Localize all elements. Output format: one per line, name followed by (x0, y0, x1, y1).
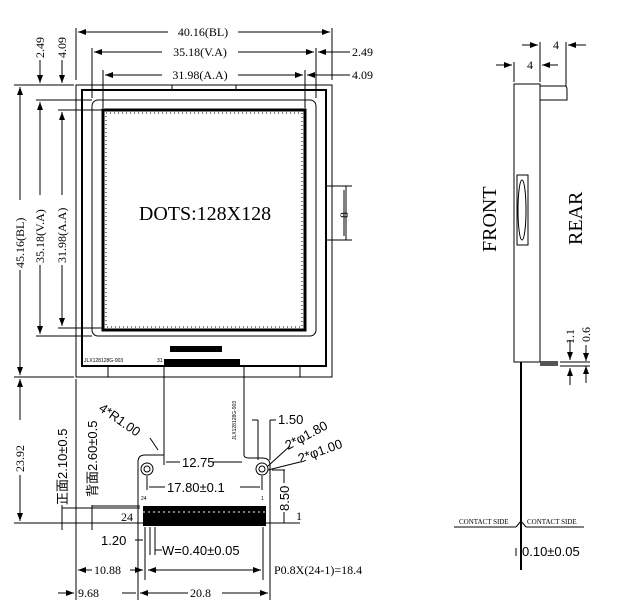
dim-hole-to-edge: 8.50 (277, 486, 292, 511)
dim-corner-radius: 4*R1.00 (96, 400, 143, 439)
side-view (454, 42, 590, 570)
dim-va-height: 35.18(V.A) (33, 209, 47, 263)
dim-hole-pitch: 17.80±0.1 (167, 480, 225, 495)
dim-aa-height: 31.98(A.A) (55, 208, 69, 263)
side-dim-stiffener: 1.1 (563, 329, 577, 344)
contact-pins (143, 506, 266, 526)
module-outline (75, 84, 333, 378)
dim-right-offset-va: 2.49 (352, 45, 373, 59)
dim-back-thickness: 背面2.60±0.5 (85, 420, 100, 497)
side-dim-top-a: 4 (553, 38, 559, 52)
pin-31-label: 31 (157, 358, 163, 364)
side-dim-fpc: 0.6 (579, 327, 593, 342)
active-area (101, 108, 307, 332)
front-label: FRONT (479, 186, 501, 252)
fpc-label: JLX128128G-903 (232, 401, 238, 440)
dim-aa-width: 31.98(A.A) (172, 68, 227, 82)
contact-side-left: CONTACT SIDE (459, 518, 509, 526)
side-dim-top-b: 4 (527, 58, 533, 72)
dim-va-width: 35.18(V.A) (173, 45, 227, 59)
dots-label: DOTS:128X128 (139, 203, 271, 225)
dim-right-offset-aa: 4.09 (352, 68, 373, 82)
ic-chip (170, 346, 222, 352)
fpc-thickness: 0.10±0.05 (522, 544, 580, 559)
model-label: JLX128128G-903 (84, 358, 123, 364)
display-inner (105, 112, 303, 328)
dim-pin-left: 10.88 (94, 563, 121, 577)
dim-hole-offset: 1.50 (278, 412, 303, 427)
dim-front-thickness: 正面2.10±0.5 (55, 428, 70, 505)
pin-1-label: 1 (296, 509, 302, 523)
pin-24-label: 24 (121, 510, 133, 524)
dim-bl-width: 40.16(BL) (178, 25, 228, 39)
contact-side-right: CONTACT SIDE (527, 518, 577, 526)
rear-label: REAR (565, 191, 587, 245)
dim-fpc-length: 23.92 (13, 445, 27, 472)
dim-top-offset-va: 2.49 (33, 37, 47, 58)
fpc-tail (137, 365, 271, 527)
dim-fpc-left: 9.68 (78, 586, 99, 600)
fpc-bond (164, 359, 240, 365)
dim-fpc-width: 20.8 (190, 586, 211, 600)
dim-pin-width: W=0.40±0.05 (162, 543, 240, 558)
pin-1-small: 1 (261, 496, 264, 502)
pin-24-small: 24 (141, 496, 147, 502)
dimension-lines (14, 28, 352, 600)
mount-hole-right (255, 462, 269, 476)
dim-pin-first-offset: 1.20 (101, 533, 126, 548)
dim-pitch-formula: P0.8X(24-1)=18.4 (274, 563, 362, 577)
mount-hole-left (140, 462, 154, 476)
right-tab (325, 185, 347, 241)
dim-tab-height: 8 (337, 212, 351, 218)
dim-fpc-neck: 12.75 (182, 455, 215, 470)
dim-top-offset-aa: 4.09 (55, 37, 69, 58)
dim-bl-height: 45.16(BL) (13, 218, 27, 268)
viewing-area (91, 99, 317, 337)
